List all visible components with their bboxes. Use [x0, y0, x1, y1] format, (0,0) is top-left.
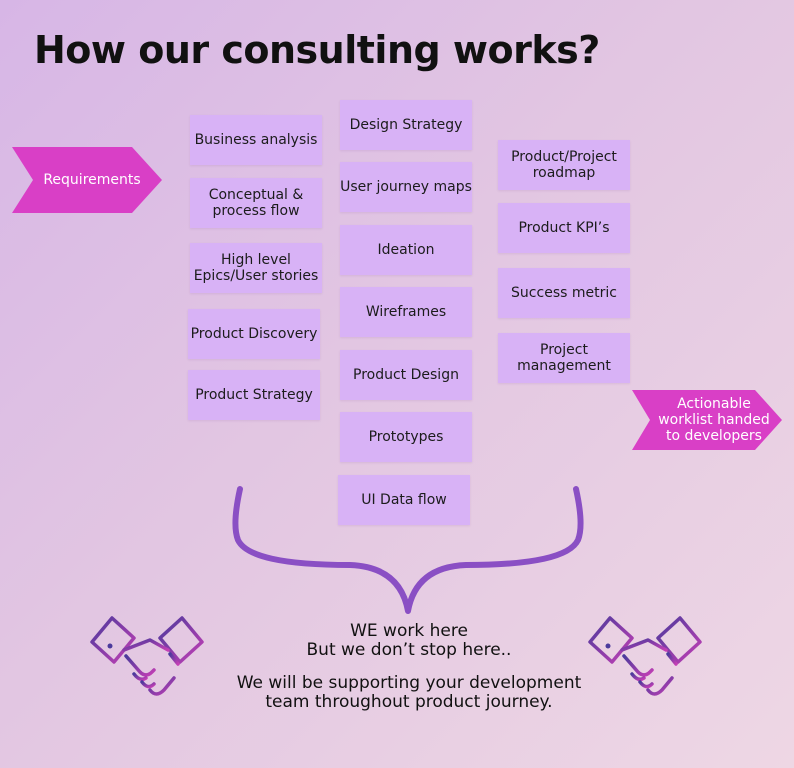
handshake-icon	[588, 616, 702, 696]
box-ideation: Ideation	[340, 225, 472, 275]
box-project-management: Project management	[498, 333, 630, 383]
bottom-line-3: We will be supporting your development	[236, 673, 582, 693]
box-success-metric: Success metric	[498, 268, 630, 318]
box-product-kpis: Product KPI’s	[498, 203, 630, 253]
box-product-discovery: Product Discovery	[188, 309, 320, 359]
bottom-line-2: But we don’t stop here..	[306, 640, 512, 660]
box-high-level-epics: High level Epics/User stories	[190, 243, 322, 293]
handshake-icon	[90, 616, 204, 696]
box-product-design: Product Design	[340, 350, 472, 400]
box-product-strategy: Product Strategy	[188, 370, 320, 420]
box-user-journey-maps: User journey maps	[340, 162, 472, 212]
page-title: How our consulting works?	[34, 28, 600, 72]
box-ui-data-flow: UI Data flow	[338, 475, 470, 525]
box-business-analysis: Business analysis	[190, 115, 322, 165]
bottom-line-4: team throughout product journey.	[265, 692, 553, 712]
requirements-arrow: Requirements	[12, 147, 162, 213]
box-wireframes: Wireframes	[340, 287, 472, 337]
box-product-project-roadmap: Product/Project roadmap	[498, 140, 630, 190]
curly-brace	[232, 486, 584, 614]
box-conceptual-process-flow: Conceptual & process flow	[190, 178, 322, 228]
box-design-strategy: Design Strategy	[340, 100, 472, 150]
bottom-line-1: WE work here	[350, 621, 468, 641]
actionable-worklist-arrow: Actionable worklist handed to developers	[632, 390, 782, 450]
box-prototypes: Prototypes	[340, 412, 472, 462]
